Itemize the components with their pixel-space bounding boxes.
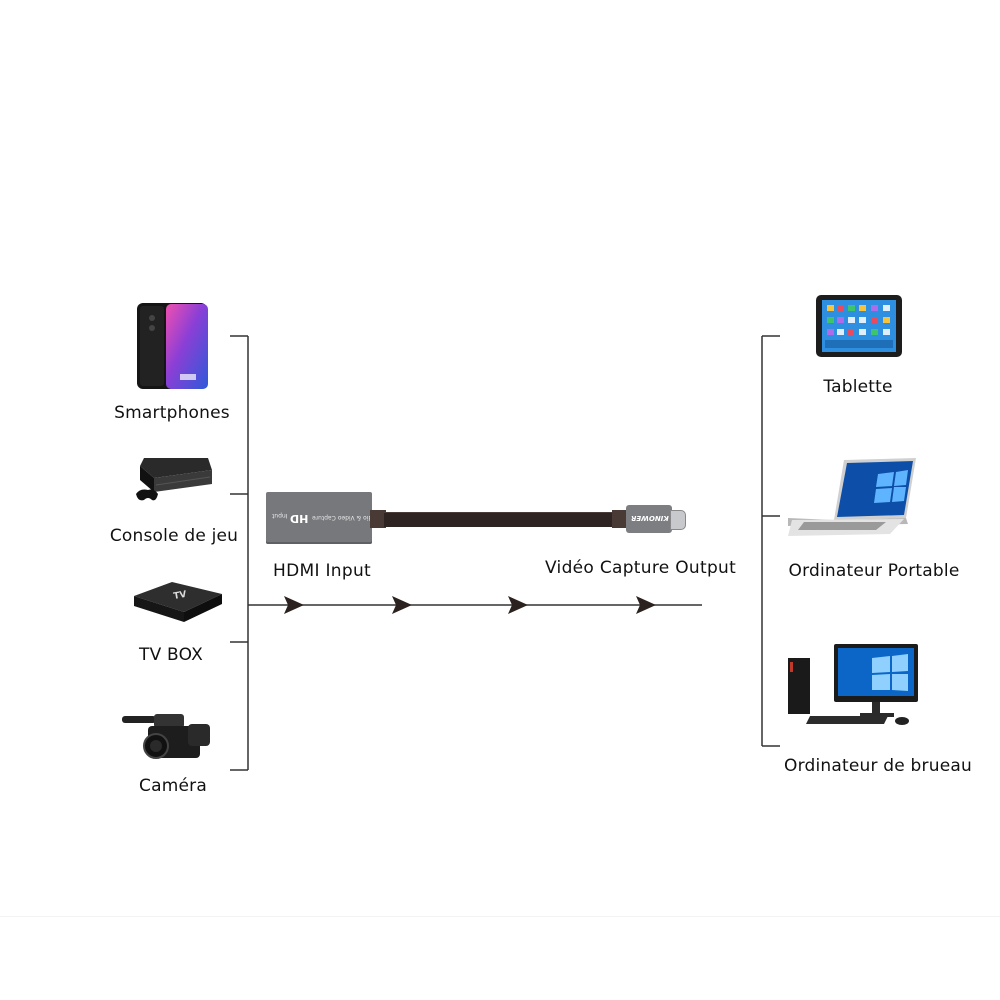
output-label-desktop: Ordinateur de brueau	[784, 756, 972, 776]
bottom-divider	[0, 916, 1000, 917]
desktop-computer-icon	[788, 644, 918, 725]
tablet-icon	[816, 295, 902, 357]
svg-text:TV: TV	[173, 590, 188, 602]
tv-box-icon: TV	[134, 582, 222, 622]
game-console-icon	[136, 458, 212, 501]
hdmi-input-label: HDMI Input	[273, 561, 371, 581]
input-bracket	[230, 335, 249, 771]
flow-arrow-1	[284, 596, 304, 614]
adapter-cable	[384, 512, 616, 527]
video-camera-icon	[122, 714, 210, 759]
input-label-smartphone: Smartphones	[114, 403, 230, 423]
flow-arrow-2	[392, 596, 412, 614]
adapter-port-label: Input	[272, 512, 288, 519]
adapter-strain-relief	[370, 510, 386, 528]
capture-output-label: Vidéo Capture Output	[545, 558, 737, 578]
input-label-console: Console de jeu	[109, 526, 239, 546]
input-label-tvbox: TV BOX	[139, 645, 203, 665]
connector-brand: KINOWER	[631, 514, 669, 522]
adapter-hd-label: HD	[290, 512, 309, 525]
output-label-tablet: Tablette	[823, 377, 893, 397]
usb-c-plug	[670, 510, 686, 530]
connector-strain-relief	[612, 510, 628, 528]
signal-flow	[248, 596, 702, 614]
capture-adapter: Input HD Audio & Video Capture	[266, 492, 380, 544]
usb-c-connector: KINOWER	[626, 505, 672, 533]
laptop-icon	[788, 458, 916, 536]
smartphone-icon	[137, 303, 208, 389]
flow-arrow-3	[508, 596, 528, 614]
output-label-laptop: Ordinateur Portable	[788, 561, 960, 581]
output-bracket	[761, 335, 780, 747]
flow-arrow-4	[636, 596, 656, 614]
input-label-camera: Caméra	[139, 776, 207, 796]
